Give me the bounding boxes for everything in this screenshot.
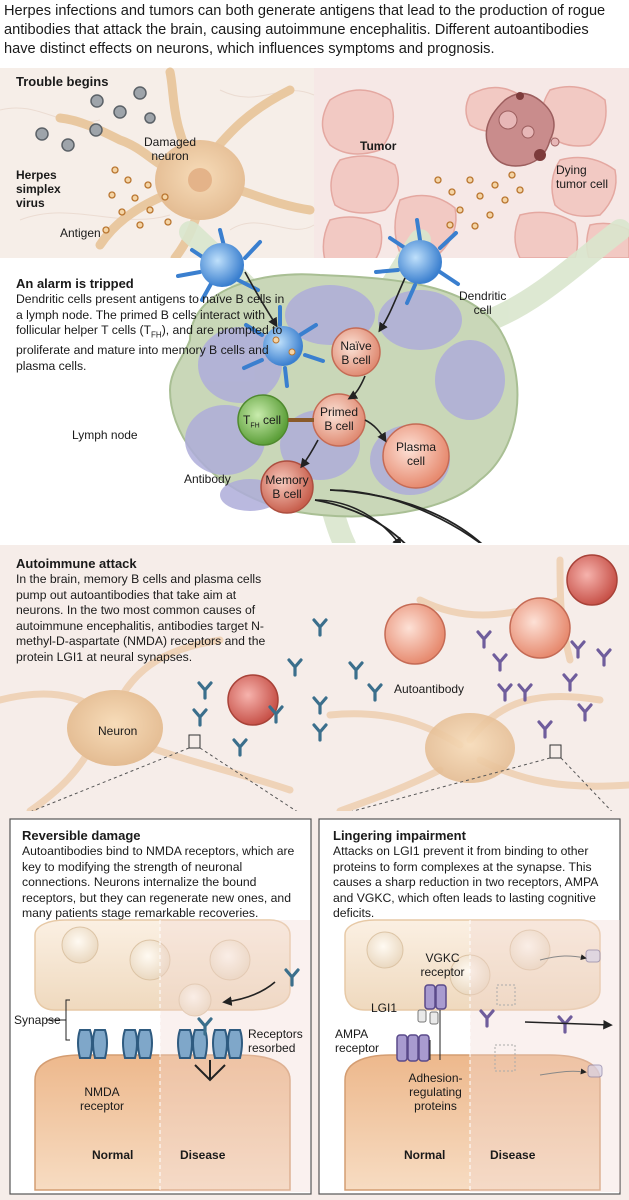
panel5-title: Lingering impairment	[333, 828, 466, 843]
brain-memory-cell-1	[227, 674, 279, 726]
panel5-body: Attacks on LGI1 prevent it from binding …	[333, 844, 598, 921]
memory-b-cell-label: Memory B cell	[265, 473, 309, 501]
naive-b-cell-label: Naïve B cell	[340, 339, 372, 367]
dendritic-cell-in-node	[242, 305, 325, 388]
antibody-label: Antibody	[184, 472, 231, 486]
vgkc-receptor-label: VGKC receptor	[420, 951, 465, 979]
brain-plasma-cell-2	[509, 597, 571, 659]
ampa-receptor-label: AMPA receptor	[335, 1027, 380, 1055]
dendritic-cell-label: Dendritic cell	[459, 289, 507, 317]
memory-b-cell-shape	[260, 460, 314, 514]
panel2-title: An alarm is tripped	[16, 276, 134, 291]
naive-b-cell-shape	[331, 327, 381, 377]
panel5-synapse	[344, 919, 620, 1192]
panel3-body: In the brain, memory B cells and plasma …	[16, 572, 266, 664]
panel2-body: Dendritic cells present antigens to naïv…	[16, 292, 285, 373]
antigen-dots	[102, 166, 524, 234]
primed-b-cell-label: Primed B cell	[319, 405, 358, 433]
panel4-synapse	[34, 919, 310, 1192]
damaged-neuron	[55, 67, 315, 263]
panel5-normal-label: Normal	[404, 1148, 446, 1162]
brain-plasma-cell-1	[384, 603, 446, 665]
panel4-title: Reversible damage	[22, 828, 141, 843]
panel4-normal-label: Normal	[92, 1148, 134, 1162]
panel4-disease-label: Disease	[180, 1148, 226, 1162]
antigen-label: Antigen	[60, 226, 101, 240]
tumor-label: Tumor	[360, 139, 397, 153]
lgi1-label: LGI1	[371, 1001, 398, 1015]
neuron-soma-right	[425, 713, 515, 783]
dendritic-cell-left	[176, 228, 262, 302]
synapse-label: Synapse	[14, 1013, 61, 1027]
panel5-disease-label: Disease	[490, 1148, 536, 1162]
neuron-soma	[67, 690, 163, 766]
panel3-bg	[0, 543, 629, 811]
dying-tumor-cell-label: Dying tumor cell	[556, 163, 609, 191]
panel4-body: Autoantibodies bind to NMDA receptors, w…	[22, 844, 295, 921]
dying-tumor-cell	[485, 92, 560, 167]
panel3-title: Autoimmune attack	[16, 556, 137, 571]
panel1-title: Trouble begins	[16, 74, 109, 89]
receptors-resorbed-label: Receptors resorbed	[248, 1027, 303, 1055]
brain-memory-cell-2	[566, 554, 618, 606]
dendritic-cell-right	[374, 218, 460, 305]
herpes-viruses	[35, 86, 156, 152]
plasma-cell-shape	[382, 423, 450, 489]
tfh-cell-label: TFH cell	[243, 413, 282, 430]
tumor-tissue	[321, 85, 629, 261]
autoantibody-label: Autoantibody	[394, 682, 465, 696]
damaged-neuron-label: Damaged neuron	[143, 135, 197, 163]
herpes-label: Herpes simplex virus	[16, 168, 61, 210]
adhesion-proteins-label: Adhesion- regulating proteins	[408, 1071, 463, 1113]
intro-text: Herpes infections and tumors can both ge…	[4, 3, 606, 57]
nmda-receptor-label: NMDA receptor	[79, 1085, 125, 1113]
plasma-cell-label: Plasma cell	[395, 440, 436, 468]
lymph-node-label: Lymph node	[72, 428, 138, 442]
neuron-label: Neuron	[98, 724, 138, 738]
